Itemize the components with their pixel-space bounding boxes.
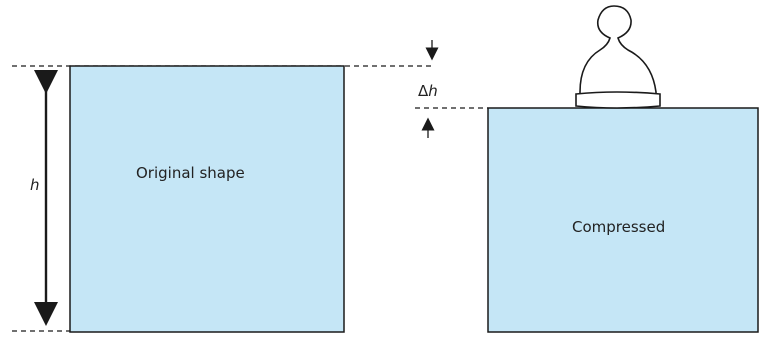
height-label: h xyxy=(30,176,40,194)
compressed-label: Compressed xyxy=(572,218,666,236)
delta-symbol: Δ xyxy=(418,82,429,100)
weight-icon xyxy=(575,5,661,109)
original-shape-label: Original shape xyxy=(136,164,245,182)
compressed-block xyxy=(487,107,759,333)
original-block xyxy=(69,65,345,333)
delta-h-label: Δh xyxy=(418,82,438,100)
delta-variable: h xyxy=(428,82,438,100)
